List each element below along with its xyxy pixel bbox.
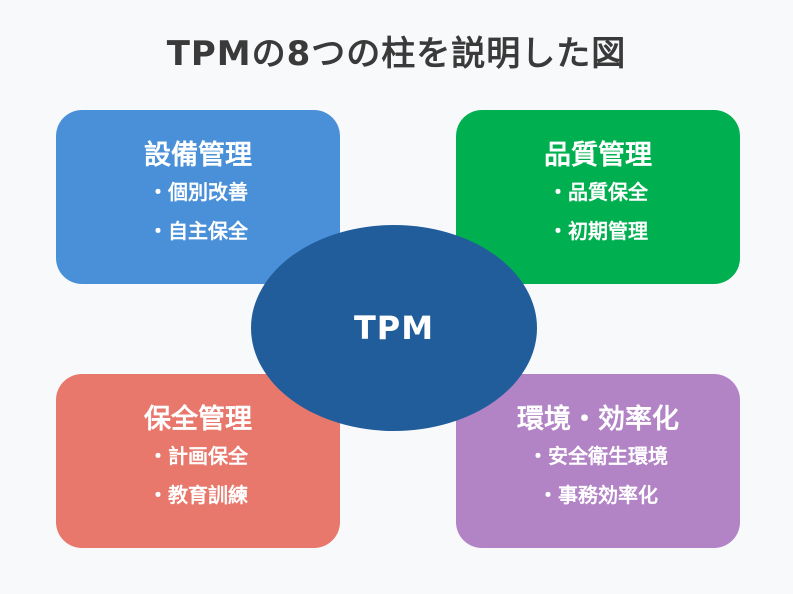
diagram-title: TPMの8つの柱を説明した図 [166,34,627,74]
pillar-box-quality-management: 品質管理 品質保全 初期管理 [456,110,740,284]
pillar-heading: 品質管理 [544,140,652,171]
pillar-box-maintenance-management: 保全管理 計画保全 教育訓練 [56,374,340,548]
pillar-heading: 環境・効率化 [517,404,679,435]
pillar-item: 安全衛生環境 [456,446,740,466]
pillar-item-list: 品質保全 初期管理 [456,182,740,260]
pillar-box-environment-efficiency: 環境・効率化 安全衛生環境 事務効率化 [456,374,740,548]
pillar-item-list: 個別改善 自主保全 [56,182,340,260]
pillar-heading: 設備管理 [144,140,252,171]
pillar-item: 事務効率化 [456,485,740,505]
pillar-item: 自主保全 [56,221,340,241]
pillar-heading: 保全管理 [144,404,252,435]
pillar-item: 計画保全 [56,446,340,466]
pillar-item: 初期管理 [456,221,740,241]
center-tpm-ellipse: TPM [251,225,537,431]
pillar-box-equipment-management: 設備管理 個別改善 自主保全 [56,110,340,284]
pillar-item: 教育訓練 [56,485,340,505]
pillar-item: 個別改善 [56,182,340,202]
pillar-item-list: 計画保全 教育訓練 [56,446,340,524]
pillar-item: 品質保全 [456,182,740,202]
pillar-item-list: 安全衛生環境 事務効率化 [456,446,740,524]
